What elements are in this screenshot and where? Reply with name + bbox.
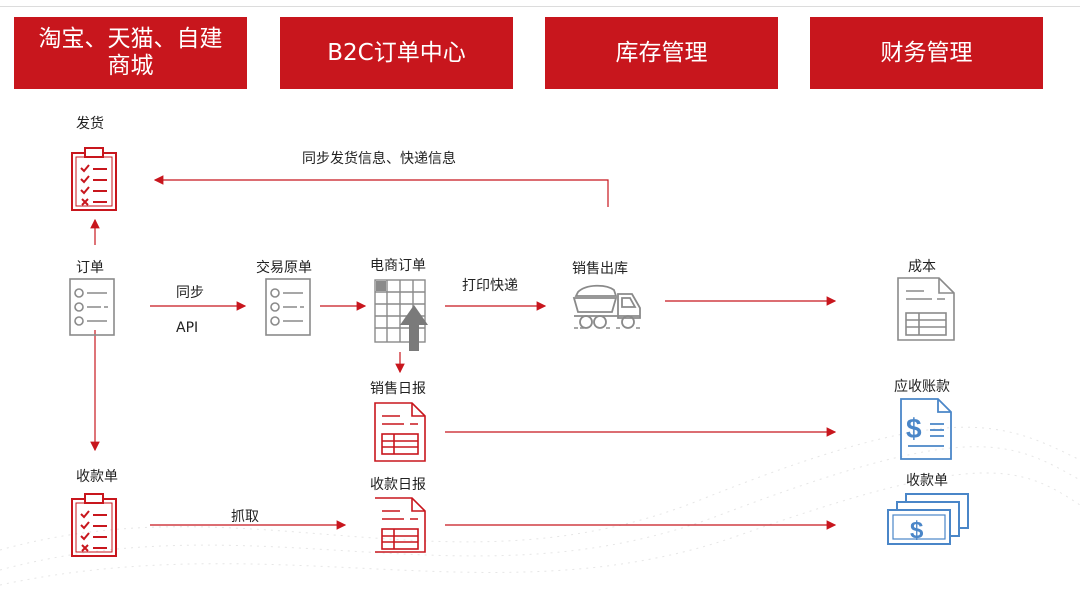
header-finance: 财务管理 (810, 17, 1043, 89)
label-api: API (176, 320, 199, 336)
banknotes-icon: $ (887, 493, 969, 545)
label-ecommerce-order: 电商订单 (370, 258, 426, 274)
label-ship: 发货 (76, 116, 104, 132)
label-sync-shipping-info: 同步发货信息、快递信息 (302, 151, 456, 167)
header-b2c-order-center: B2C订单中心 (280, 17, 513, 89)
report-document-icon (375, 497, 426, 553)
svg-text:$: $ (910, 517, 924, 544)
header-line: 淘宝、天猫、自建 (38, 26, 223, 52)
clipboard-checklist-icon (71, 147, 117, 211)
label-fetch: 抓取 (231, 509, 259, 525)
background-wave-decoration (0, 426, 1080, 586)
label-sales-outbound: 销售出库 (572, 261, 628, 277)
label-receipt-daily-report: 收款日报 (370, 477, 426, 493)
list-document-icon (69, 278, 115, 336)
report-document-icon (374, 402, 426, 462)
label-raw-trade-order: 交易原单 (256, 260, 312, 276)
label-sales-daily-report: 销售日报 (370, 381, 426, 397)
label-receipt-right: 收款单 (906, 473, 948, 489)
top-divider (0, 6, 1080, 7)
invoice-dollar-icon: $ (900, 398, 952, 460)
arrow-sync-shipping-info (153, 175, 609, 207)
label-cost: 成本 (908, 259, 936, 275)
label-receivables: 应收账款 (894, 379, 950, 395)
header-line: 商城 (107, 53, 154, 79)
clipboard-checklist-icon (71, 493, 117, 557)
header-inventory: 库存管理 (545, 17, 778, 89)
header-line: 财务管理 (880, 39, 973, 66)
label-print-express: 打印快递 (462, 278, 518, 294)
header-ecommerce-platforms: 淘宝、天猫、自建商城 (14, 17, 247, 89)
spreadsheet-upload-icon (374, 279, 428, 351)
label-receipt-left: 收款单 (76, 469, 118, 485)
list-document-icon (265, 278, 311, 336)
svg-text:$: $ (906, 413, 922, 444)
header-line: 库存管理 (615, 39, 708, 66)
dump-truck-icon (572, 284, 641, 329)
header-line: B2C订单中心 (327, 39, 466, 66)
report-document-icon (897, 277, 955, 341)
label-sync: 同步 (176, 285, 204, 301)
label-order: 订单 (76, 260, 104, 276)
